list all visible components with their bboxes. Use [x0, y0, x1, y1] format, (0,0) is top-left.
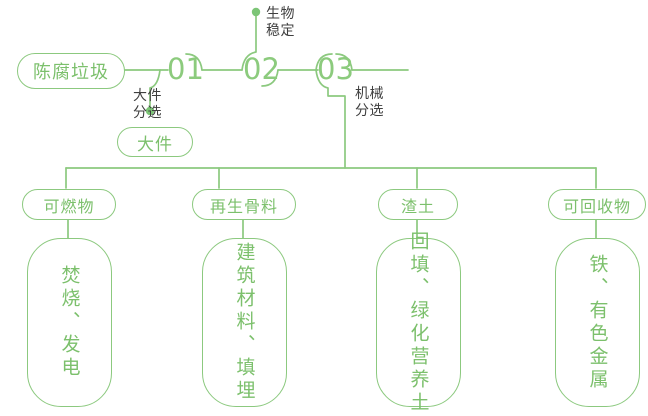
annotation-01-line2: 分选 [133, 105, 162, 121]
annotation-02-line1: 生物 [266, 6, 295, 22]
arc-01-upper-right [185, 53, 203, 71]
line-02-to-shengwu [241, 13, 257, 71]
line-03-to-distributor [315, 69, 346, 169]
box-destination-zaishenguliao[interactable]: 建筑材料、填埋 [202, 238, 287, 407]
annotation-01-line1: 大件 [133, 88, 162, 104]
node-category-kehuishouwu[interactable]: 可回收物 [548, 189, 646, 220]
arc-03-upper-left [315, 53, 333, 71]
destination-text-keranwu: 焚烧、发电 [58, 265, 81, 380]
arc-02-lower-right [261, 69, 279, 87]
node-category-zaishenguliao[interactable]: 再生骨料 [192, 189, 296, 220]
dot-shengwu-wending [251, 7, 261, 17]
stage-number-01: 01 [167, 52, 204, 86]
dot-dajian [145, 106, 155, 116]
node-category-zhatu[interactable]: 渣土 [378, 189, 458, 220]
annotation-02-line2: 稳定 [266, 23, 295, 39]
annotation-03-line1: 机械 [355, 86, 384, 102]
node-output-dajian[interactable]: 大件 [117, 127, 193, 157]
destination-text-zaishenguliao: 建筑材料、填埋 [233, 242, 256, 403]
arc-03-upper-right [335, 53, 353, 71]
annotation-01: 大件 分选 [133, 88, 162, 122]
line-01-to-dajian [149, 69, 161, 111]
box-destination-zhatu[interactable]: 回填、绿化营养土 [376, 231, 461, 415]
destination-text-zhatu: 回填、绿化营养土 [407, 230, 430, 415]
box-destination-kehuishouwu[interactable]: 铁、有色金属 [555, 238, 640, 407]
destination-text-kehuishouwu: 铁、有色金属 [586, 253, 609, 392]
annotation-03: 机械 分选 [355, 86, 384, 120]
node-source-waste[interactable]: 陈腐垃圾 [17, 53, 125, 89]
annotation-03-line2: 分选 [355, 103, 384, 119]
stage-number-03: 03 [317, 52, 354, 86]
node-category-keranwu[interactable]: 可燃物 [22, 189, 116, 220]
box-destination-keranwu[interactable]: 焚烧、发电 [27, 238, 112, 407]
stage-number-02: 02 [243, 52, 280, 86]
annotation-02: 生物 稳定 [266, 6, 295, 40]
